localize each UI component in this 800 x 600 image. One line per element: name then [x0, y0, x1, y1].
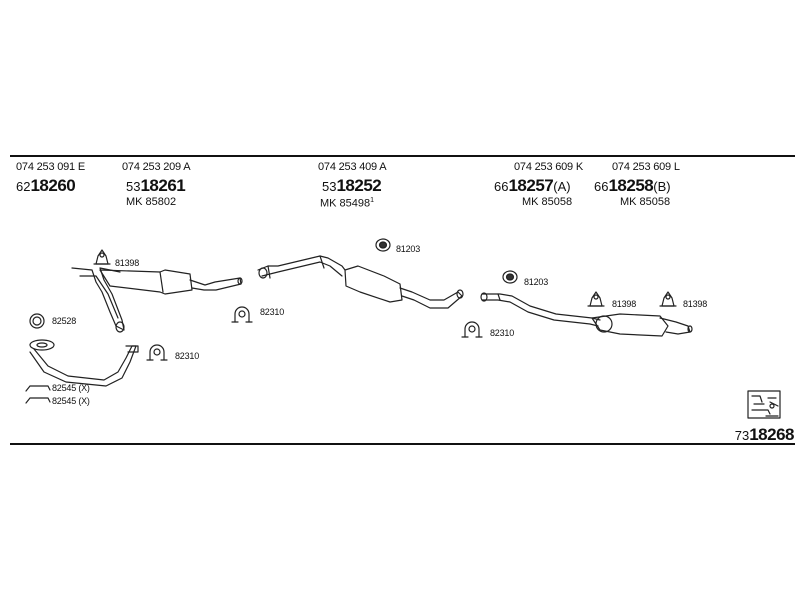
callout-label: 82528: [52, 316, 77, 326]
oe-number: 074 253 609 L: [612, 161, 680, 173]
callout-label: 82310: [490, 328, 515, 338]
front-pipe-icon[interactable]: [71, 267, 125, 333]
part-number[interactable]: 6618258(B): [594, 176, 671, 195]
muffler-icon[interactable]: [480, 292, 693, 337]
bolt-clip-icon[interactable]: [25, 385, 51, 404]
o-ring-icon[interactable]: [29, 313, 45, 329]
part-number[interactable]: 5318252: [322, 176, 382, 195]
part-column-1: 074 253 091 E 6218260: [16, 161, 85, 195]
ring-gasket-icon[interactable]: [375, 238, 391, 252]
rubber-mount-icon[interactable]: [587, 291, 605, 307]
part-column-2: 074 253 209 A 5318261 MK 85802: [122, 161, 191, 208]
u-clamp-icon[interactable]: [231, 306, 253, 323]
callout-label: 81203: [524, 277, 549, 287]
u-clamp-icon[interactable]: [461, 321, 483, 338]
kit-box-icon[interactable]: [747, 390, 781, 419]
callout-label: 81398: [115, 258, 140, 268]
part-column-4: 074 253 609 K 6618257(A) MK 85058: [494, 161, 583, 208]
top-divider: [10, 155, 795, 157]
callout-label: 81203: [396, 244, 421, 254]
callout-label: 82310: [260, 307, 285, 317]
callout-label: 82310: [175, 351, 200, 361]
callout-label: 81398: [612, 299, 637, 309]
mk-number: MK 85058: [620, 196, 671, 208]
part-column-3: 074 253 409 A 5318252 MK 854981: [318, 161, 387, 210]
bottom-divider: [10, 443, 795, 445]
ring-gasket-icon[interactable]: [502, 270, 518, 284]
exhaust-pipe-icon[interactable]: [29, 339, 139, 387]
kit-number[interactable]: 7318268: [734, 425, 795, 444]
u-clamp-icon[interactable]: [146, 344, 168, 361]
oe-number: 074 253 091 E: [16, 161, 85, 173]
part-column-5: 074 253 609 L 6618258(B) MK 85058: [594, 161, 680, 208]
muffler-icon[interactable]: [257, 255, 464, 309]
mk-number: MK 85802: [126, 196, 177, 208]
callout-label: 81398: [683, 299, 708, 309]
mk-number: MK 85058: [522, 196, 573, 208]
mk-number: MK 854981: [320, 197, 375, 210]
muffler-icon[interactable]: [99, 269, 243, 295]
rubber-mount-icon[interactable]: [659, 291, 677, 307]
oe-number: 074 253 409 A: [318, 161, 387, 173]
oe-number: 074 253 609 K: [514, 161, 583, 173]
callout-label: 82545 (X): [52, 396, 90, 406]
callout-label: 82545 (X): [52, 383, 90, 393]
oe-number: 074 253 209 A: [122, 161, 191, 173]
part-number[interactable]: 6618257(A): [494, 176, 571, 195]
rubber-mount-icon[interactable]: [93, 249, 111, 265]
part-number[interactable]: 6218260: [16, 176, 76, 195]
part-number[interactable]: 5318261: [126, 176, 186, 195]
